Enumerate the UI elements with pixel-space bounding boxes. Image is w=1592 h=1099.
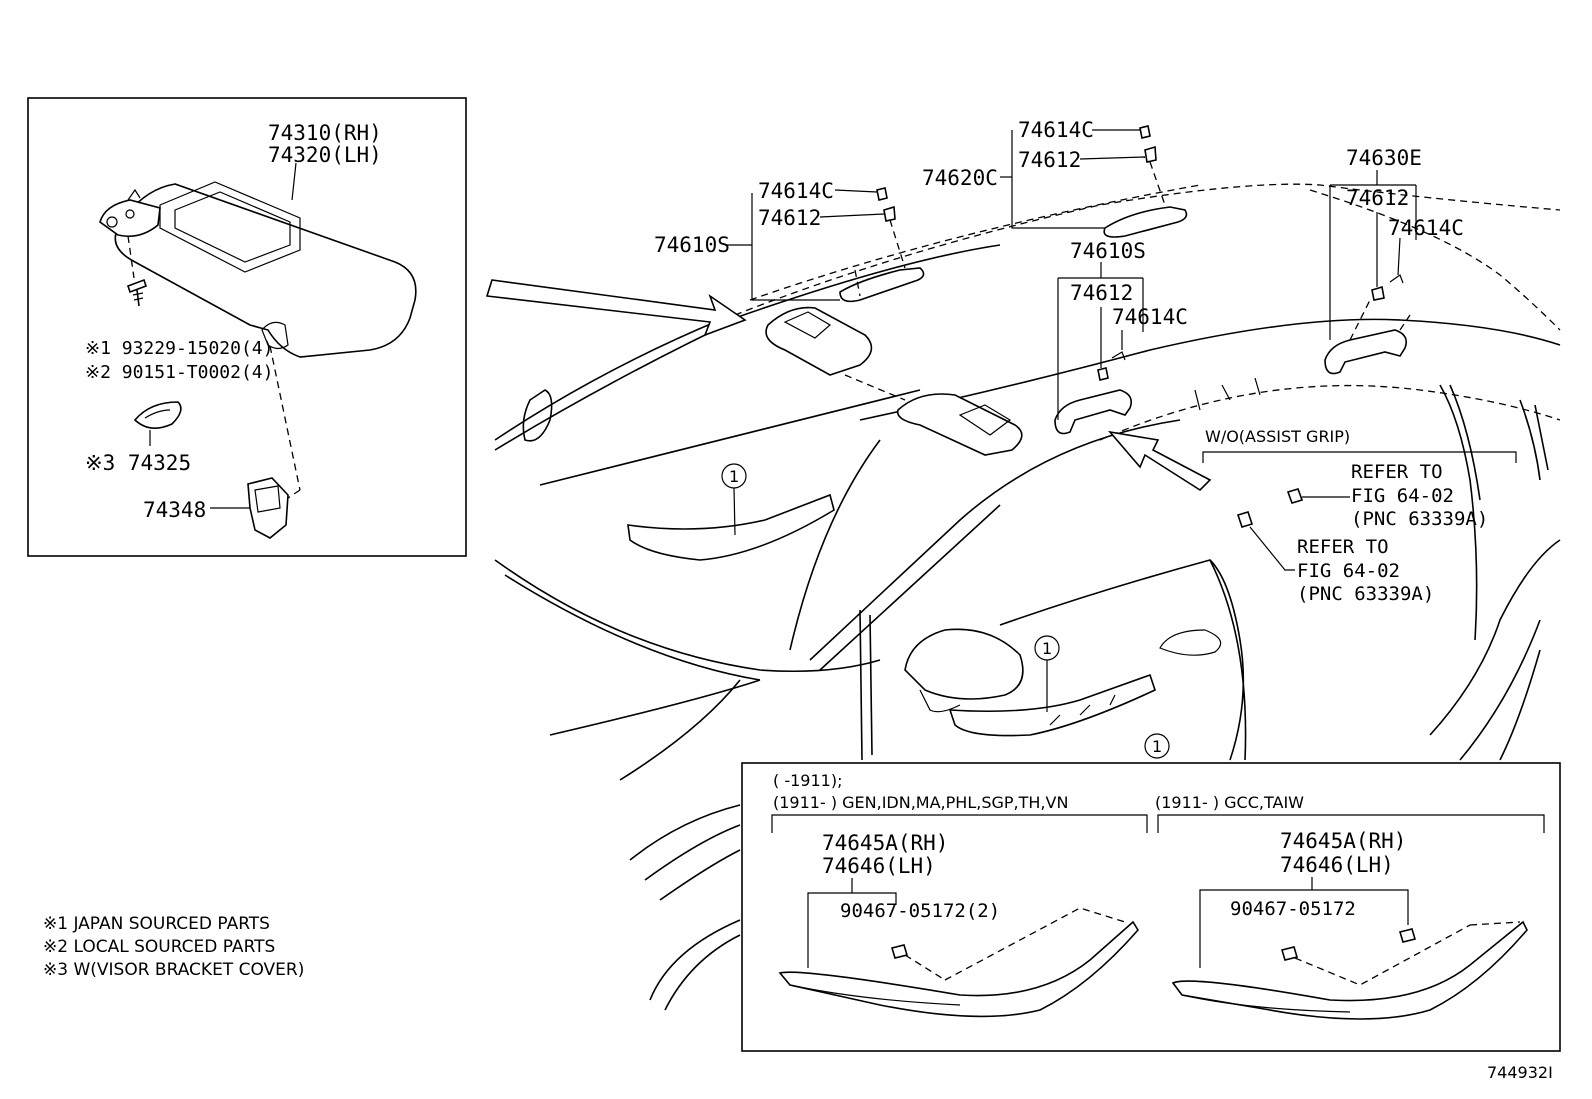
ref1-line3: (PNC 63339A) <box>1351 508 1488 530</box>
grip-center-set-label: 74610S <box>1070 239 1146 263</box>
clip-icon-5 <box>1398 928 1417 943</box>
grip-left-screw-label: 74612 <box>758 206 821 230</box>
inset-frame <box>27 97 467 557</box>
side-mirror-shape <box>904 628 1024 700</box>
grip-mid-set-label: 74620C <box>922 166 998 190</box>
sun-visor-inset: 74310(RH) 74320(LH) ※1 93229-15020(4) ※2… <box>27 97 467 557</box>
right-clip-label: 90467-05172 <box>1230 898 1356 920</box>
grip-left-clip-label: 74614C <box>758 179 834 203</box>
clip-icon <box>1286 488 1304 504</box>
clip-icon-4 <box>1280 946 1299 961</box>
scuff-plate-left <box>778 920 1139 1018</box>
ref1-line1: REFER TO <box>1351 461 1443 483</box>
footnotes: ※1 JAPAN SOURCED PARTS ※2 LOCAL SOURCED … <box>43 914 304 980</box>
cover-label: ※3 74325 <box>85 451 191 475</box>
bracket-label: 74348 <box>143 498 206 522</box>
note-3: ※3 W(VISOR BRACKET COVER) <box>43 960 304 980</box>
scuff-plate-box: ( -1911); (1911- ) GEN,IDN,MA,PHL,SGP,TH… <box>741 762 1561 1052</box>
grip-rear-set-label: 74630E <box>1346 146 1422 170</box>
grip-mid-screw-label: 74612 <box>1018 148 1081 172</box>
scuff-plate-right <box>1171 920 1528 1020</box>
pillar-garnish-right: 1 1 <box>948 635 1170 759</box>
note-2: ※2 LOCAL SOURCED PARTS <box>43 937 275 957</box>
without-assist-grip-section: W/O(ASSIST GRIP) REFER TO FIG 64-02 (PNC… <box>1202 427 1517 605</box>
arrow-visor-icon <box>485 279 747 337</box>
figure-id: 744932I <box>1487 1063 1553 1082</box>
ref2-line1: REFER TO <box>1297 536 1389 558</box>
ref2-line2: FIG 64-02 <box>1297 560 1400 582</box>
vanity-mirror-frame <box>159 181 301 273</box>
assist-grip-left: 74614C 74612 74610S <box>654 179 925 303</box>
clip-icon-3 <box>890 944 909 959</box>
assist-grip-center: 74610S 74612 74614C <box>1054 239 1212 492</box>
grip-mid-clip-label: 74614C <box>1018 118 1094 142</box>
circle-num-1b: 1 <box>1042 639 1052 658</box>
circle-num-1a: 1 <box>729 467 739 486</box>
note-1: ※1 JAPAN SOURCED PARTS <box>43 914 270 934</box>
circle-num-1c: 1 <box>1152 737 1162 756</box>
right-lh-label: 74646(LH) <box>1280 853 1394 877</box>
right-rh-label: 74645A(RH) <box>1280 829 1406 853</box>
grip-rear-clip-label: 74614C <box>1388 216 1464 240</box>
screw-icon <box>126 278 148 294</box>
left-lh-label: 74646(LH) <box>822 854 936 878</box>
bracket-cover-icon <box>133 401 182 429</box>
vanity-mirror <box>174 191 291 263</box>
visor-rh-label: 74310(RH) <box>268 121 382 145</box>
assist-grip-rear: 74630E 74612 74614C <box>1324 146 1464 375</box>
wo-grip-title: W/O(ASSIST GRIP) <box>1205 427 1350 446</box>
grip-center-screw-label: 74612 <box>1070 281 1133 305</box>
grip-center-clip-label: 74614C <box>1112 305 1188 329</box>
car-body-outline <box>494 183 1561 1011</box>
clip-icon-2 <box>1236 511 1254 528</box>
screw-1-label: ※1 93229-15020(4) <box>85 338 273 359</box>
ref2-line3: (PNC 63339A) <box>1297 583 1434 605</box>
pillar-garnish-left: 1 <box>627 463 835 561</box>
screw-2-label: ※2 90151-T0002(4) <box>85 362 273 383</box>
cond-right: (1911- ) GCC,TAIW <box>1155 793 1304 812</box>
ref1-line2: FIG 64-02 <box>1351 485 1454 507</box>
cond-left-2: (1911- ) GEN,IDN,MA,PHL,SGP,TH,VN <box>773 793 1068 812</box>
door-handle <box>1159 629 1222 656</box>
sun-visor-shape <box>114 183 417 358</box>
grip-rear-screw-label: 74612 <box>1346 186 1409 210</box>
visors-in-car <box>485 279 1023 456</box>
arrow-grip-icon <box>1107 430 1212 492</box>
grip-left-set-label: 74610S <box>654 233 730 257</box>
visor-lh-label: 74320(LH) <box>268 143 382 167</box>
left-rh-label: 74645A(RH) <box>822 831 948 855</box>
left-clip-label: 90467-05172(2) <box>840 900 1000 922</box>
assist-grip-mid: 74614C 74612 74620C <box>922 118 1188 238</box>
cond-left-1: ( -1911); <box>773 771 842 790</box>
visor-bracket-icon <box>247 477 289 539</box>
